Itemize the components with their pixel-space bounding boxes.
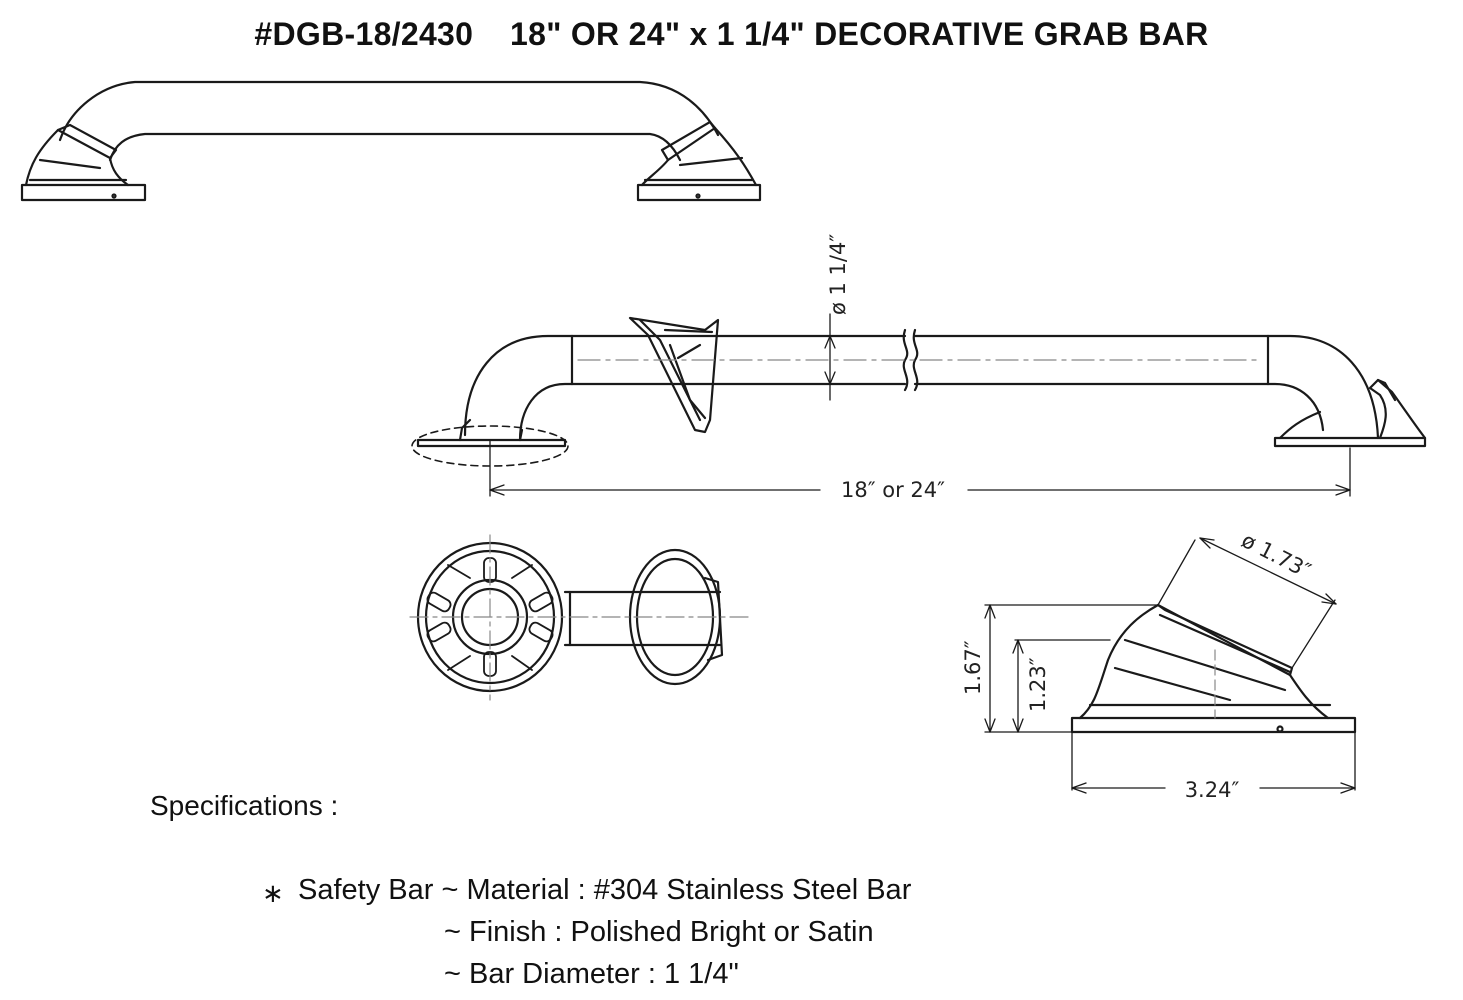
tilted-flange: [628, 316, 720, 434]
bar-diameter-label: ø 1 1/4″: [826, 234, 850, 315]
spec-bullet: ∗: [262, 878, 284, 908]
flange-height-inner-label: 1.23″: [1026, 657, 1050, 712]
specifications-heading: Specifications :: [150, 790, 339, 821]
right-flange: [636, 120, 762, 202]
spec-finish: ~ Finish : Polished Bright or Satin: [444, 916, 874, 948]
perspective-view: [20, 80, 762, 202]
length-label: 18″ or 24″: [841, 478, 945, 502]
length-dimension: [489, 439, 1351, 497]
flange-height-total-label: 1.67″: [961, 640, 985, 695]
left-flange: [20, 123, 147, 202]
flange-base-width-label: 3.24″: [1185, 778, 1240, 802]
spec-bar-diameter: ~ Bar Diameter : 1 1/4": [444, 958, 739, 990]
spec-material: Safety Bar ~ Material : #304 Stainless S…: [298, 874, 912, 906]
drawing-title: #DGB-18/2430 18" OR 24" x 1 1/4" DECORAT…: [254, 16, 1209, 52]
plan-view: [409, 534, 751, 701]
side-elevation-view: [411, 313, 1427, 497]
bar-diameter-dimension: [824, 313, 836, 401]
flange-detail-view: [984, 537, 1357, 794]
